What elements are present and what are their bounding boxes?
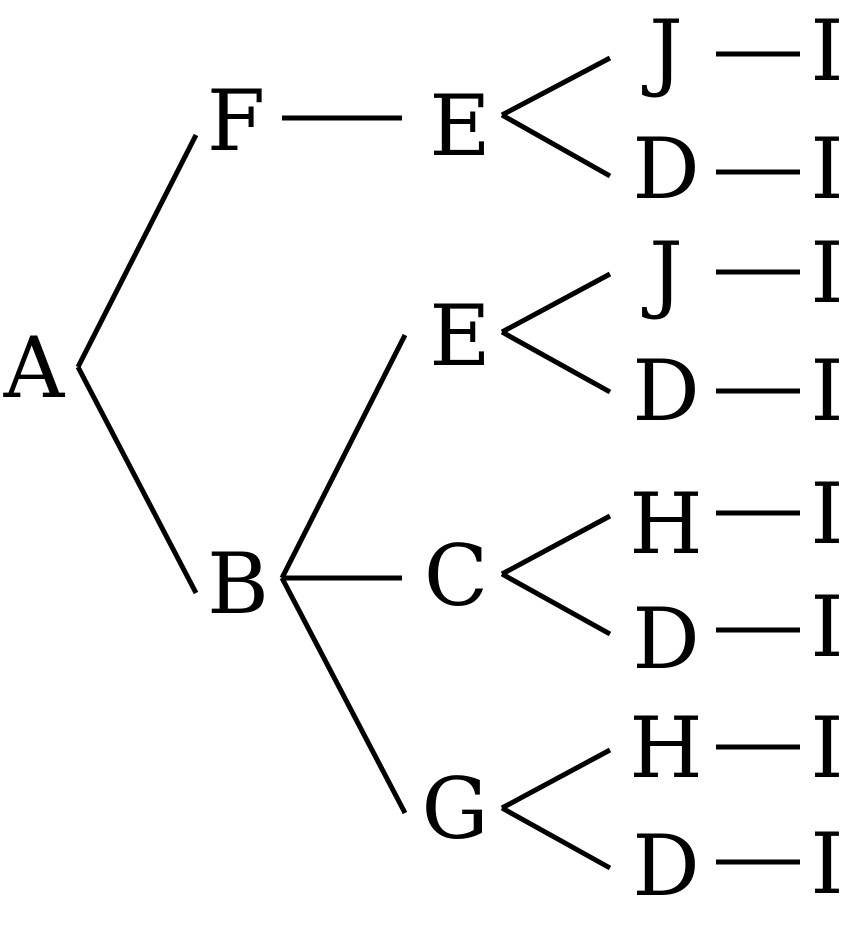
edge-e2-j2 (500, 271, 612, 335)
edge-e2-d2 (500, 329, 612, 395)
node-g: G (421, 760, 488, 858)
node-j1: J (641, 2, 683, 100)
edge-g-h2 (500, 747, 612, 811)
node-i5: I (810, 465, 843, 563)
node-i1: I (810, 2, 843, 100)
edges-layer (75, 51, 800, 871)
edge-c-d3 (500, 571, 612, 637)
node-d3: D (632, 590, 699, 688)
node-e1: E (429, 77, 490, 175)
node-i2: I (810, 120, 843, 218)
node-f: F (207, 72, 265, 170)
node-h2: H (629, 699, 702, 797)
node-i7: I (810, 699, 843, 797)
node-i4: I (810, 342, 843, 440)
node-i3: I (810, 224, 843, 322)
edge-e1-j1 (500, 55, 612, 118)
node-e2: E (429, 287, 490, 385)
node-d2: D (632, 342, 699, 440)
node-d4: D (632, 817, 699, 915)
edge-g-d4 (500, 805, 612, 871)
edge-e1-d1 (500, 112, 612, 179)
node-d1: D (632, 120, 699, 218)
node-i6: I (810, 578, 843, 676)
edge-a-b (75, 365, 199, 595)
node-c: C (424, 527, 488, 625)
node-h1: H (629, 475, 702, 573)
edge-b-g (279, 576, 408, 815)
node-b: B (207, 535, 269, 633)
edge-a-f (75, 133, 199, 369)
edge-b-e2 (279, 333, 408, 580)
node-i8: I (810, 815, 843, 913)
node-j2: J (641, 224, 683, 322)
edge-c-h1 (500, 513, 612, 577)
node-a: A (3, 319, 66, 417)
